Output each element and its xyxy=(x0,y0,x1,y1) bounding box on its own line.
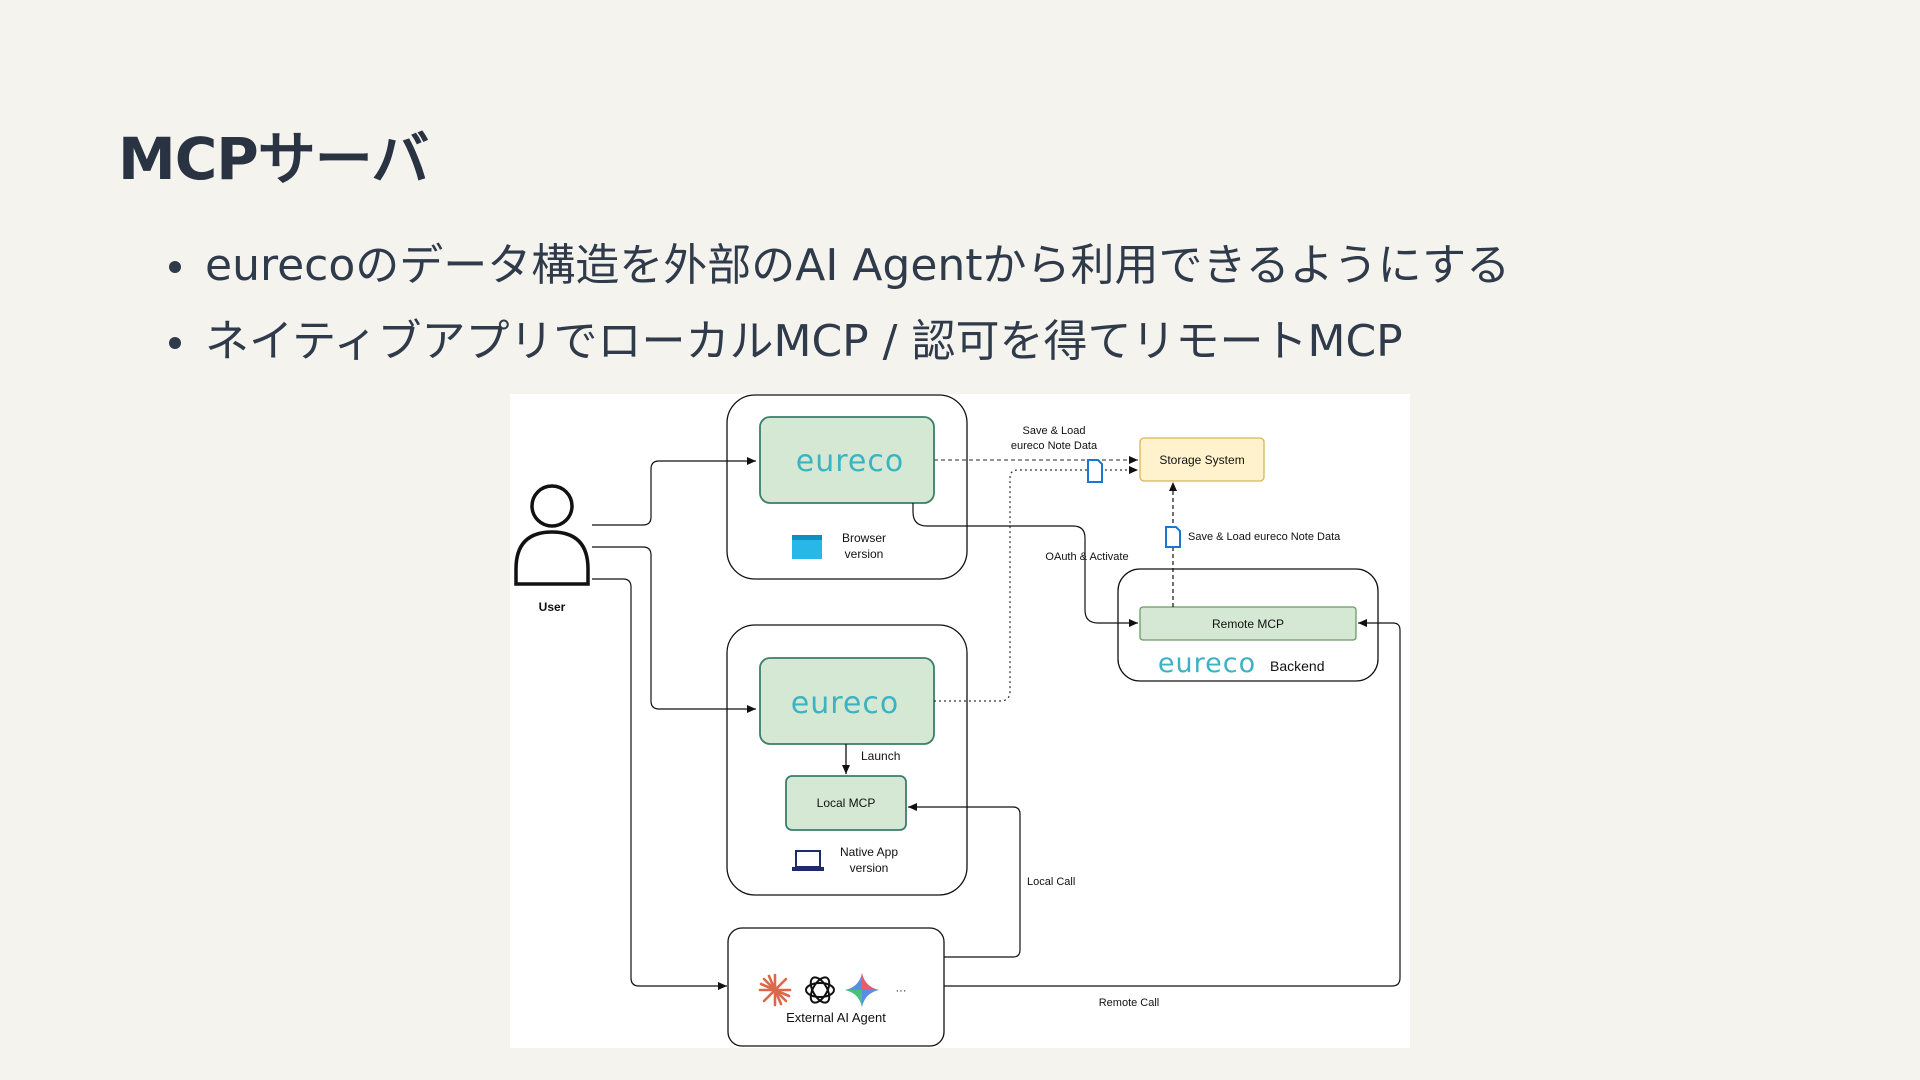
oauth-arrow xyxy=(912,503,1138,627)
remote-call-arrow xyxy=(944,619,1401,987)
remote-save-load-label: Save & Load eureco Note Data xyxy=(1188,531,1341,543)
laptop-icon xyxy=(792,850,824,871)
bullet-item: eurecoのデータ構造を外部のAI Agentから利用できるようにする xyxy=(165,228,1510,304)
user-to-native-arrow xyxy=(592,546,756,713)
local-mcp-box xyxy=(785,775,907,831)
native-app-logo: eureco xyxy=(791,686,899,721)
browser-version-container xyxy=(726,394,968,580)
save-load-label-line2: eureco Note Data xyxy=(1011,440,1098,452)
openai-icon xyxy=(805,976,835,1004)
external-agent-label: External AI Agent xyxy=(786,1010,886,1025)
backend-container xyxy=(1117,568,1379,682)
local-call-arrow xyxy=(908,803,1021,958)
user-to-agent-arrow xyxy=(592,578,727,990)
user-to-browser-arrow xyxy=(592,457,756,526)
launch-label: Launch xyxy=(861,749,900,763)
local-mcp-label: Local MCP xyxy=(817,796,876,810)
browser-caption-line2: version xyxy=(845,547,884,561)
remote-call-label: Remote Call xyxy=(1099,997,1160,1009)
architecture-diagram: User eureco Browser version eureco Launc… xyxy=(510,394,1410,1048)
native-caption-line1: Native App xyxy=(840,845,898,859)
browser-window-icon xyxy=(792,535,822,559)
slide-title: MCPサーバ xyxy=(118,125,429,193)
native-version-container xyxy=(726,624,968,896)
oauth-label: OAuth & Activate xyxy=(1045,551,1128,563)
remote-mcp-box xyxy=(1139,606,1357,641)
user-icon xyxy=(514,484,590,586)
browser-app-logo: eureco xyxy=(796,444,904,479)
local-call-label: Local Call xyxy=(1027,876,1075,888)
backend-label: Backend xyxy=(1270,658,1324,674)
gemini-icon xyxy=(845,973,879,1007)
storage-system-box xyxy=(1139,437,1265,482)
browser-caption-line1: Browser xyxy=(842,531,886,545)
backend-logo: eureco xyxy=(1158,648,1256,679)
claude-icon xyxy=(758,973,792,1007)
storage-label: Storage System xyxy=(1159,453,1244,467)
document-icon xyxy=(1087,459,1103,483)
native-save-load-arrow xyxy=(934,466,1138,702)
native-caption-line2: version xyxy=(850,861,889,875)
user-label: User xyxy=(539,600,566,614)
more-agents-ellipsis: ··· xyxy=(896,985,907,997)
document-icon xyxy=(1165,526,1181,548)
bullet-list: eurecoのデータ構造を外部のAI Agentから利用できるようにする ネイテ… xyxy=(165,228,1510,380)
save-load-label-line1: Save & Load xyxy=(1023,425,1086,437)
external-agent-box xyxy=(727,927,945,1047)
remote-mcp-label: Remote MCP xyxy=(1212,617,1284,631)
bullet-item: ネイティブアプリでローカルMCP / 認可を得てリモートMCP xyxy=(165,304,1510,380)
